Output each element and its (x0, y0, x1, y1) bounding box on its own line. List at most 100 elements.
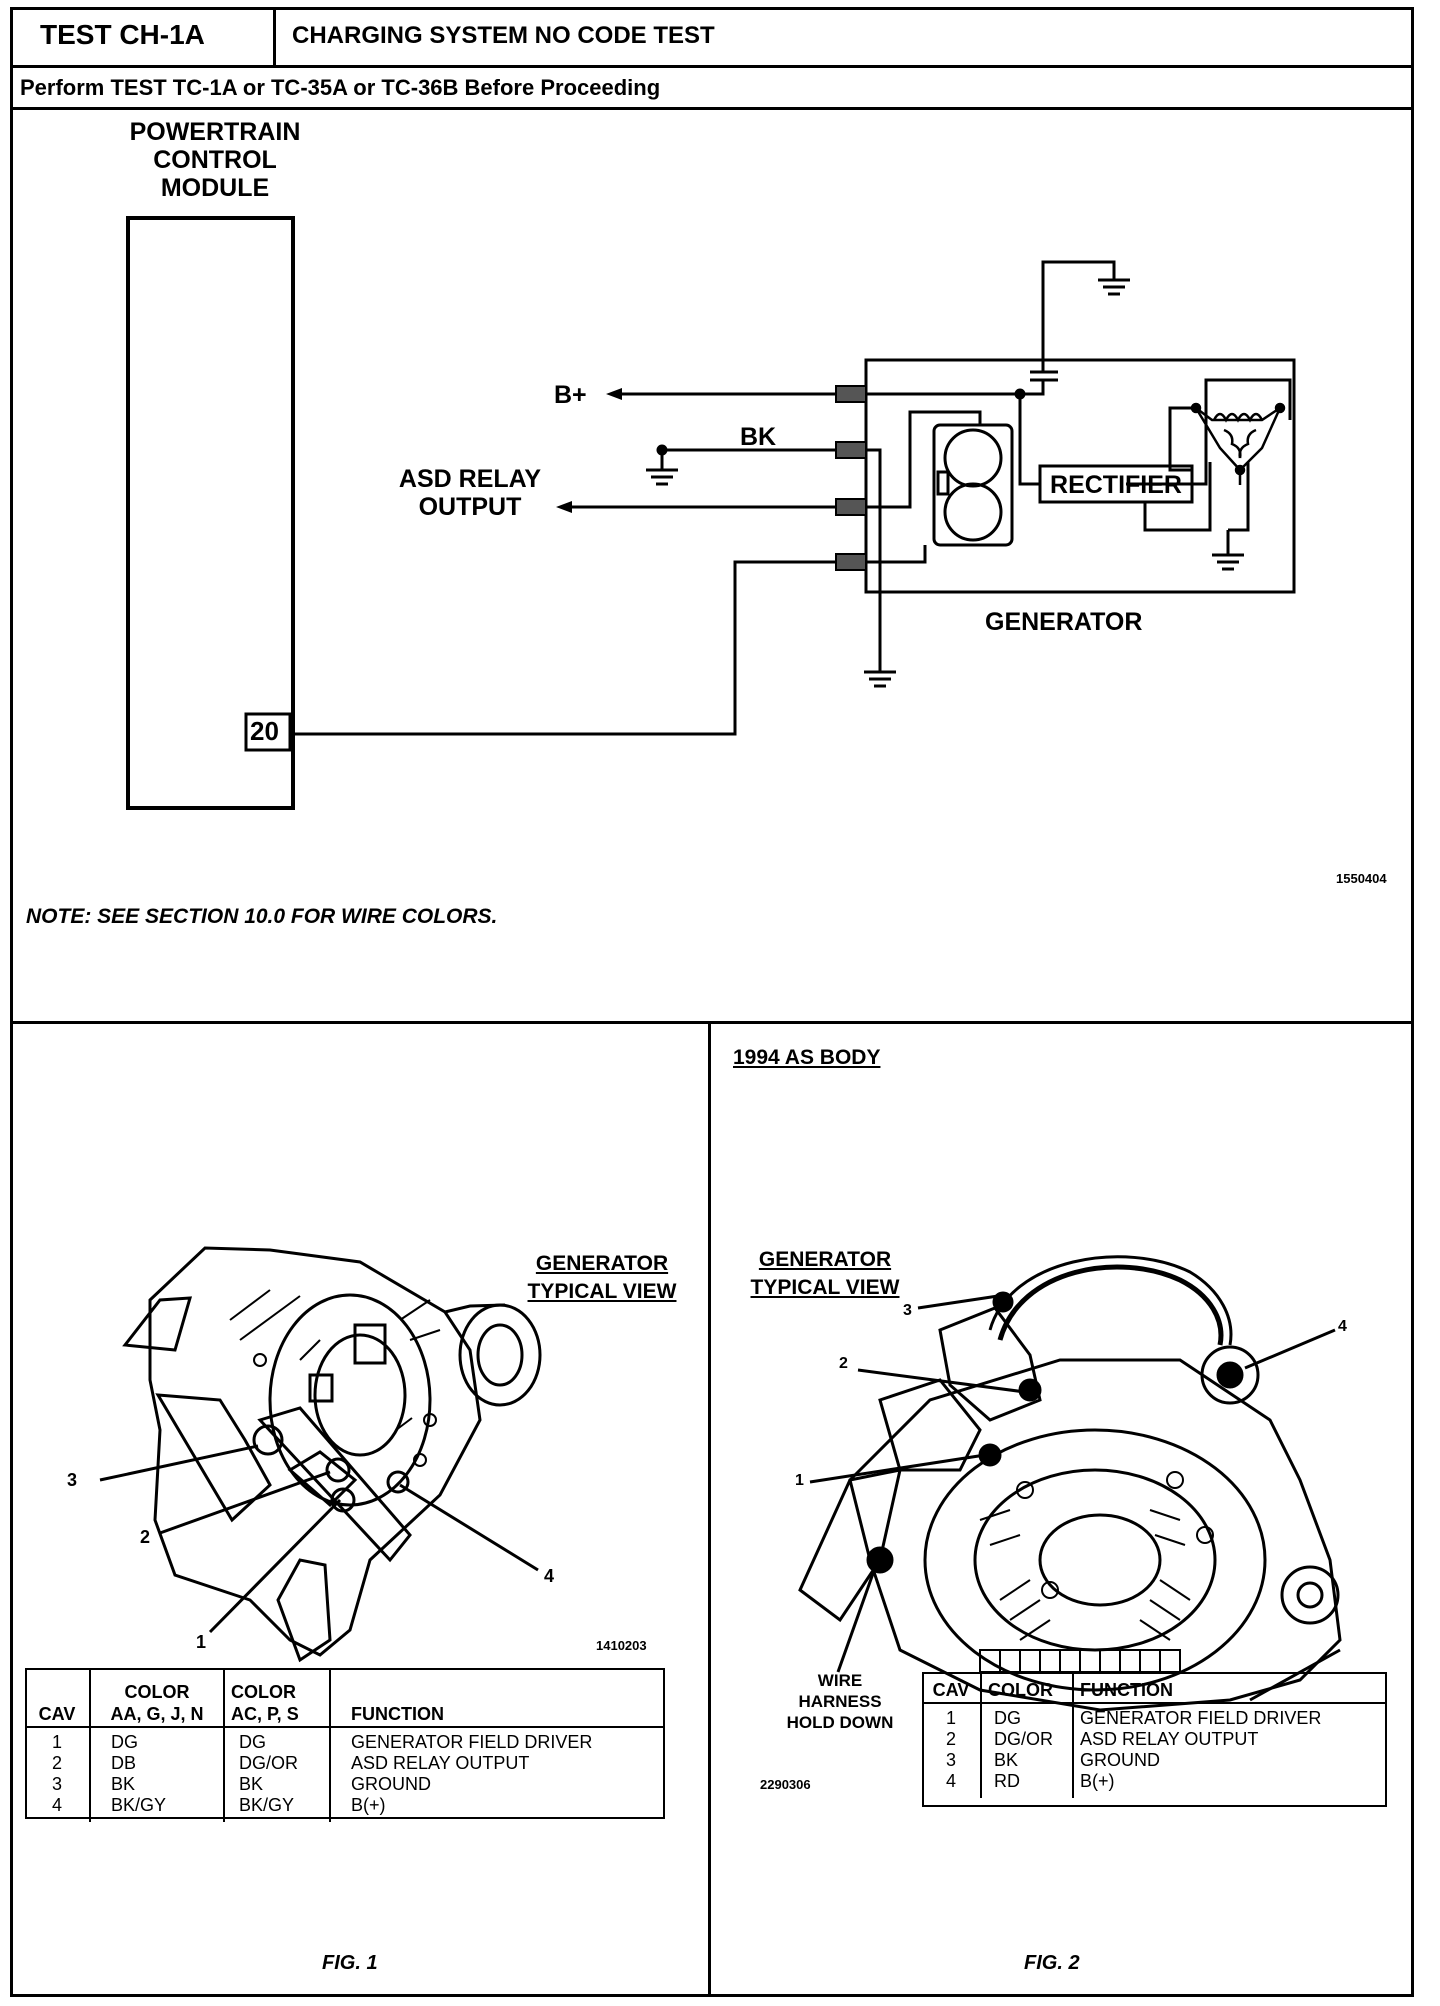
fig2-harness (997, 1264, 1224, 1346)
fig2-cell: B(+) (1072, 1771, 1387, 1798)
prereq-divider (10, 107, 1414, 110)
pcm-pin-label: 20 (250, 716, 279, 746)
fig2-view-line-1: GENERATOR (758, 1248, 892, 1271)
bplus-label: B+ (554, 381, 587, 409)
fig1-caption: FIG. 1 (322, 1952, 378, 1974)
fig1-callout-4: 4 (544, 1566, 555, 1586)
rectifier-label: RECTIFIER (1050, 471, 1182, 499)
ground-icon-bk (646, 460, 678, 486)
fig2-body-label: 1994 AS BODY (733, 1046, 881, 1069)
ground-icon-rectifier (1212, 548, 1244, 571)
fig1-cell: BK/GY (89, 1795, 224, 1822)
table-row: 1 DG DG GENERATOR FIELD DRIVER (25, 1727, 665, 1753)
fig2-view-label: GENERATOR TYPICAL VIEW (735, 1246, 915, 1302)
field-driver-wire (293, 560, 836, 736)
table-row: 1 DG GENERATOR FIELD DRIVER (922, 1703, 1387, 1729)
table-row: 2 DB DG/OR ASD RELAY OUTPUT (25, 1753, 665, 1774)
figure-divider (708, 1021, 711, 1997)
table-row: 4 RD B(+) (922, 1771, 1387, 1798)
asd-arrow-icon (556, 501, 572, 513)
header-divider (10, 65, 1414, 68)
fig2-th-function: FUNCTION (1072, 1674, 1387, 1704)
fig1-housing (148, 1246, 482, 1657)
bplus-arrow-icon (606, 388, 622, 400)
field-coil-icon (932, 423, 1014, 547)
ground-icon-top (1098, 278, 1130, 296)
generator-label: GENERATOR (985, 608, 1143, 636)
fig2-table-header-row: CAV COLOR FUNCTION (922, 1674, 1387, 1704)
stator-winding-icon (1190, 402, 1286, 485)
bk-label: BK (740, 423, 777, 451)
fig2-harness-line-3: HOLD DOWN (786, 1713, 894, 1732)
fig1-cell: GROUND (329, 1774, 665, 1795)
fig2-cell: DG (980, 1703, 1073, 1729)
fig2-th-color: COLOR (980, 1674, 1073, 1704)
bk-junction (656, 444, 668, 456)
fig1-th-color2: COLOR AC, P, S (223, 1670, 330, 1728)
fig1-th-color1-line-2: AA, G, J, N (110, 1704, 204, 1724)
charging-schematic (126, 216, 1296, 810)
fig1-table-header-row: CAV COLOR AA, G, J, N COLOR AC, P, S FUN… (25, 1670, 665, 1728)
fig1-cell: DG (223, 1727, 330, 1753)
fig1-cell: 3 (51, 1774, 62, 1794)
fig1-th-color2-line-2: AC, P, S (231, 1704, 299, 1724)
fig1-callout-3: 3 (67, 1470, 78, 1490)
pcm-label-line-1: POWERTRAIN (129, 118, 301, 146)
table-row: 3 BK BK GROUND (25, 1774, 665, 1795)
pcm-box (126, 216, 295, 810)
fig2-cell: DG/OR (980, 1729, 1073, 1750)
fig1-view-line-1: GENERATOR (535, 1252, 669, 1275)
fig2-cell: 3 (945, 1750, 956, 1770)
pcm-pin-box (244, 712, 292, 752)
fig2-callout-3: 3 (903, 1302, 912, 1319)
fig1-th-color2-line-1: COLOR (231, 1682, 296, 1702)
fig2-cell: ASD RELAY OUTPUT (1072, 1729, 1387, 1750)
fig2-harness-label: WIRE HARNESS HOLD DOWN (765, 1670, 915, 1733)
test-id-divider (273, 7, 276, 67)
fig1-image-code: 1410203 (596, 1638, 647, 1653)
fig2-harness-line-1: WIRE (817, 1671, 863, 1690)
fig1-cell: GENERATOR FIELD DRIVER (329, 1727, 665, 1753)
fig2-cell: GENERATOR FIELD DRIVER (1072, 1703, 1387, 1729)
fig1-cell: DB (89, 1753, 224, 1774)
fig1-view-line-2: TYPICAL VIEW (527, 1280, 677, 1303)
fig1-cell: BK (223, 1774, 330, 1795)
fig1-callout-1: 1 (196, 1632, 207, 1652)
fig2-caption: FIG. 2 (1024, 1952, 1080, 1974)
fig1-cell: 4 (51, 1795, 62, 1815)
pcm-label-line-2: CONTROL (153, 146, 277, 174)
test-title: CHARGING SYSTEM NO CODE TEST (292, 22, 715, 49)
fig1-table: CAV COLOR AA, G, J, N COLOR AC, P, S FUN… (25, 1670, 665, 1822)
fig1-view-label: GENERATOR TYPICAL VIEW (512, 1250, 692, 1306)
fig2-cell: 1 (945, 1708, 956, 1728)
schematic-figure-code: 1550404 (1336, 871, 1387, 886)
fig1-th-function: FUNCTION (329, 1670, 665, 1728)
table-row: 3 BK GROUND (922, 1750, 1387, 1771)
table-row: 4 BK/GY BK/GY B(+) (25, 1795, 665, 1822)
asd-relay-label: ASD RELAY OUTPUT (380, 465, 560, 521)
fig2-cell: RD (980, 1771, 1073, 1798)
fig2-image-code: 2290306 (760, 1777, 811, 1792)
table-row: 2 DG/OR ASD RELAY OUTPUT (922, 1729, 1387, 1750)
page-frame (10, 7, 1414, 1997)
fig1-cell: 2 (51, 1753, 62, 1773)
test-id: TEST CH-1A (40, 19, 205, 50)
fig2-view-line-2: TYPICAL VIEW (750, 1276, 900, 1299)
fig1-cell: B(+) (329, 1795, 665, 1822)
asd-label-line-1: ASD RELAY (398, 465, 542, 493)
fig2-cell: BK (980, 1750, 1073, 1771)
fig2-cell: 2 (945, 1729, 956, 1749)
fig2-table: CAV COLOR FUNCTION 1 DG GENERATOR FIELD … (922, 1674, 1387, 1798)
ground-icon-generator (864, 662, 896, 688)
pcm-label-line-3: MODULE (160, 174, 270, 202)
fig2-cell: GROUND (1072, 1750, 1387, 1771)
fig1-cell: 1 (51, 1732, 62, 1752)
schematic-divider (10, 1021, 1414, 1024)
fig2-housing (848, 1358, 1342, 1712)
generator-box (864, 358, 1296, 594)
fig2-cell: 4 (945, 1771, 956, 1791)
wire-color-note: NOTE: SEE SECTION 10.0 FOR WIRE COLORS. (26, 905, 498, 928)
fig1-cell: DG/OR (223, 1753, 330, 1774)
